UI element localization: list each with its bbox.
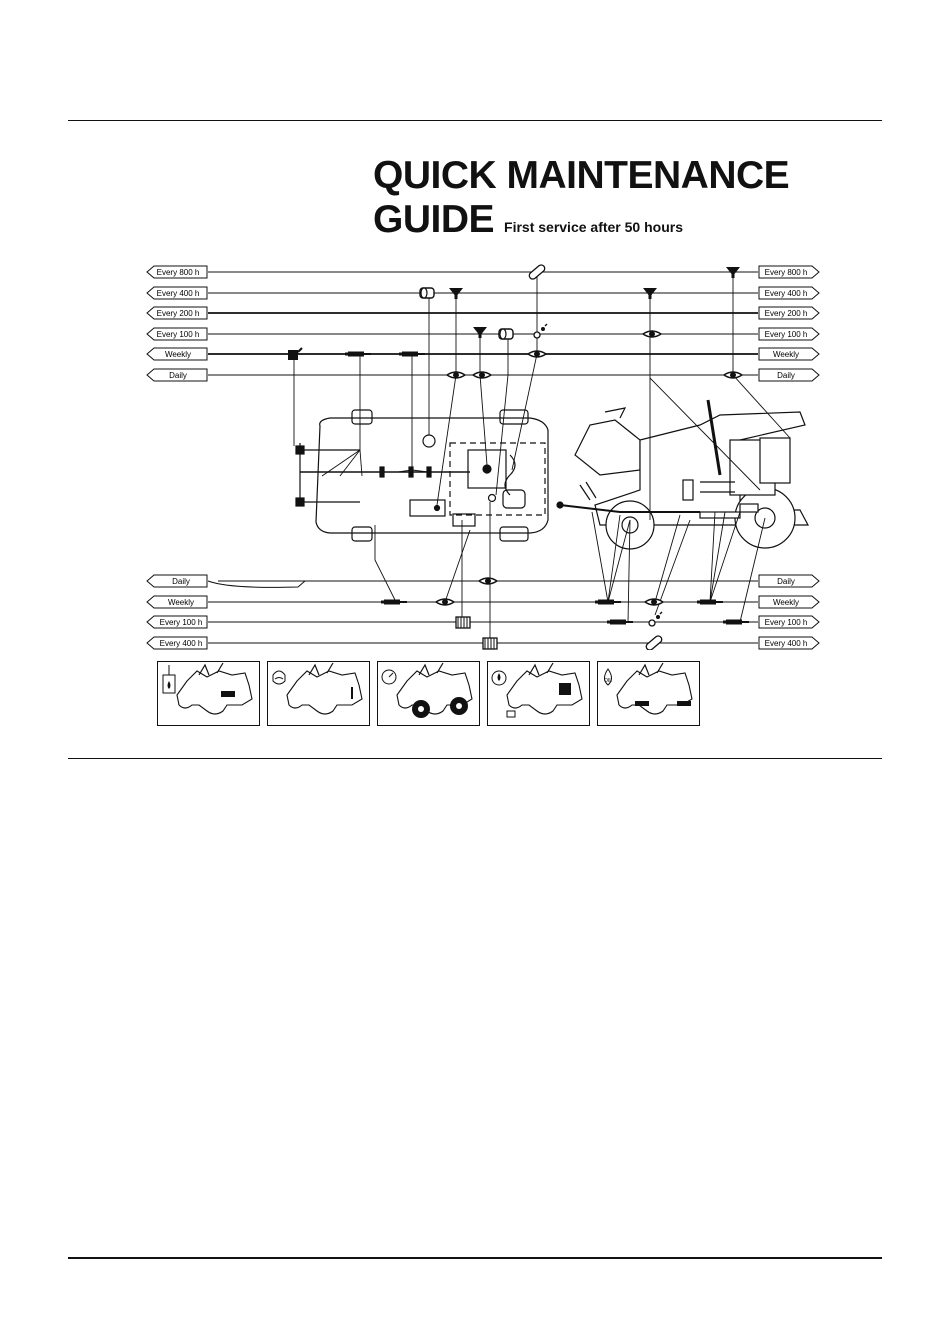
oil-filter-icon — [483, 638, 497, 649]
spark-plug-icon — [499, 329, 513, 339]
tab-right-200: Every 200 h — [759, 307, 819, 319]
title-guide: GUIDE — [373, 198, 494, 241]
tab-left-200: Every 200 h — [147, 307, 207, 319]
svg-text:Every 100 h: Every 100 h — [160, 618, 203, 627]
belt-link-icon — [534, 324, 547, 338]
inspect-eye-icon — [479, 578, 497, 584]
engine-oil-level-icon — [268, 662, 370, 726]
maintenance-diagram: Every 800 h Every 400 h Every 200 h Ever… — [0, 250, 933, 650]
svg-text:Every 100 h: Every 100 h — [765, 330, 808, 339]
tab-left-weekly: Weekly — [147, 348, 207, 360]
svg-text:Every 100 h: Every 100 h — [157, 330, 200, 339]
svg-text:Weekly: Weekly — [168, 598, 194, 607]
tractor-top-view — [296, 410, 548, 541]
tab-left-100: Every 100 h — [147, 328, 207, 340]
grease-gun-icon — [697, 600, 723, 605]
tab-right-100: Every 100 h — [759, 328, 819, 340]
middle-rule — [68, 758, 882, 759]
title-line-1: QUICK MAINTENANCE — [373, 154, 789, 197]
svg-text:Every 100 h: Every 100 h — [765, 618, 808, 627]
tab-left-weekly-bottom: Weekly — [147, 596, 207, 608]
tab-right-800: Every 800 h — [759, 266, 819, 278]
transmission-oil-icon: OIL — [598, 662, 700, 726]
check-icon-strip: OIL — [157, 661, 702, 726]
tab-right-weekly-bottom: Weekly — [759, 596, 819, 608]
tab-left-100-bottom: Every 100 h — [147, 616, 207, 628]
oil-filter-icon — [456, 617, 470, 628]
svg-text:Weekly: Weekly — [165, 350, 191, 359]
grease-gun-icon — [345, 352, 371, 357]
inspect-eye-icon — [528, 351, 546, 357]
bottom-rule — [68, 1257, 882, 1259]
tab-left-400: Every 400 h — [147, 287, 207, 299]
tab-right-400: Every 400 h — [759, 287, 819, 299]
title-line-2: GUIDE First service after 50 hours — [373, 198, 789, 249]
svg-text:Every 200 h: Every 200 h — [765, 309, 808, 318]
svg-text:Daily: Daily — [777, 577, 795, 586]
grease-gun-icon — [595, 600, 621, 605]
page-title: QUICK MAINTENANCE GUIDE First service aft… — [373, 154, 789, 249]
tyre-pressure-icon — [378, 662, 480, 726]
grease-gun-icon — [399, 352, 425, 357]
tab-right-100-bottom: Every 100 h — [759, 616, 819, 628]
inspect-eye-icon — [447, 372, 465, 378]
tab-left-daily: Daily — [147, 369, 207, 381]
tab-left-400-bottom: Every 400 h — [147, 637, 207, 649]
svg-text:OIL: OIL — [604, 678, 612, 684]
grease-gun-icon — [381, 600, 407, 605]
title-subtitle: First service after 50 hours — [504, 219, 683, 235]
tab-right-daily-bottom: Daily — [759, 575, 819, 587]
svg-text:Weekly: Weekly — [773, 598, 799, 607]
left-interval-tabs: Every 800 h Every 400 h Every 200 h Ever… — [147, 266, 207, 649]
svg-text:Every 400 h: Every 400 h — [157, 289, 200, 298]
tab-left-daily-bottom: Daily — [147, 575, 207, 587]
svg-text:Every 400 h: Every 400 h — [765, 639, 808, 648]
tab-right-daily: Daily — [759, 369, 819, 381]
spark-plug-icon — [420, 288, 434, 298]
svg-text:Daily: Daily — [169, 371, 187, 380]
grease-gun-icon — [607, 620, 633, 625]
fuel-check-icon — [158, 662, 260, 726]
belt-link-icon — [645, 635, 663, 650]
svg-text:Every 800 h: Every 800 h — [157, 268, 200, 277]
svg-text:Every 400 h: Every 400 h — [160, 639, 203, 648]
svg-text:Daily: Daily — [172, 577, 190, 586]
inspect-eye-icon — [643, 331, 661, 337]
svg-text:Every 800 h: Every 800 h — [765, 268, 808, 277]
engine-oil-change-icon — [488, 662, 590, 726]
inspect-eye-icon — [436, 599, 454, 605]
filter-funnel-icon — [473, 327, 487, 338]
top-rule — [68, 120, 882, 121]
svg-text:Every 200 h: Every 200 h — [157, 309, 200, 318]
inspect-eye-icon — [724, 372, 742, 378]
tab-right-400-bottom: Every 400 h — [759, 637, 819, 649]
grease-gun-icon — [723, 620, 749, 625]
inspect-eye-icon — [473, 372, 491, 378]
inspect-eye-icon — [645, 599, 663, 605]
tab-left-800: Every 800 h — [147, 266, 207, 278]
svg-text:Daily: Daily — [777, 371, 795, 380]
svg-text:Weekly: Weekly — [773, 350, 799, 359]
tab-right-weekly: Weekly — [759, 348, 819, 360]
svg-text:Every 400 h: Every 400 h — [765, 289, 808, 298]
